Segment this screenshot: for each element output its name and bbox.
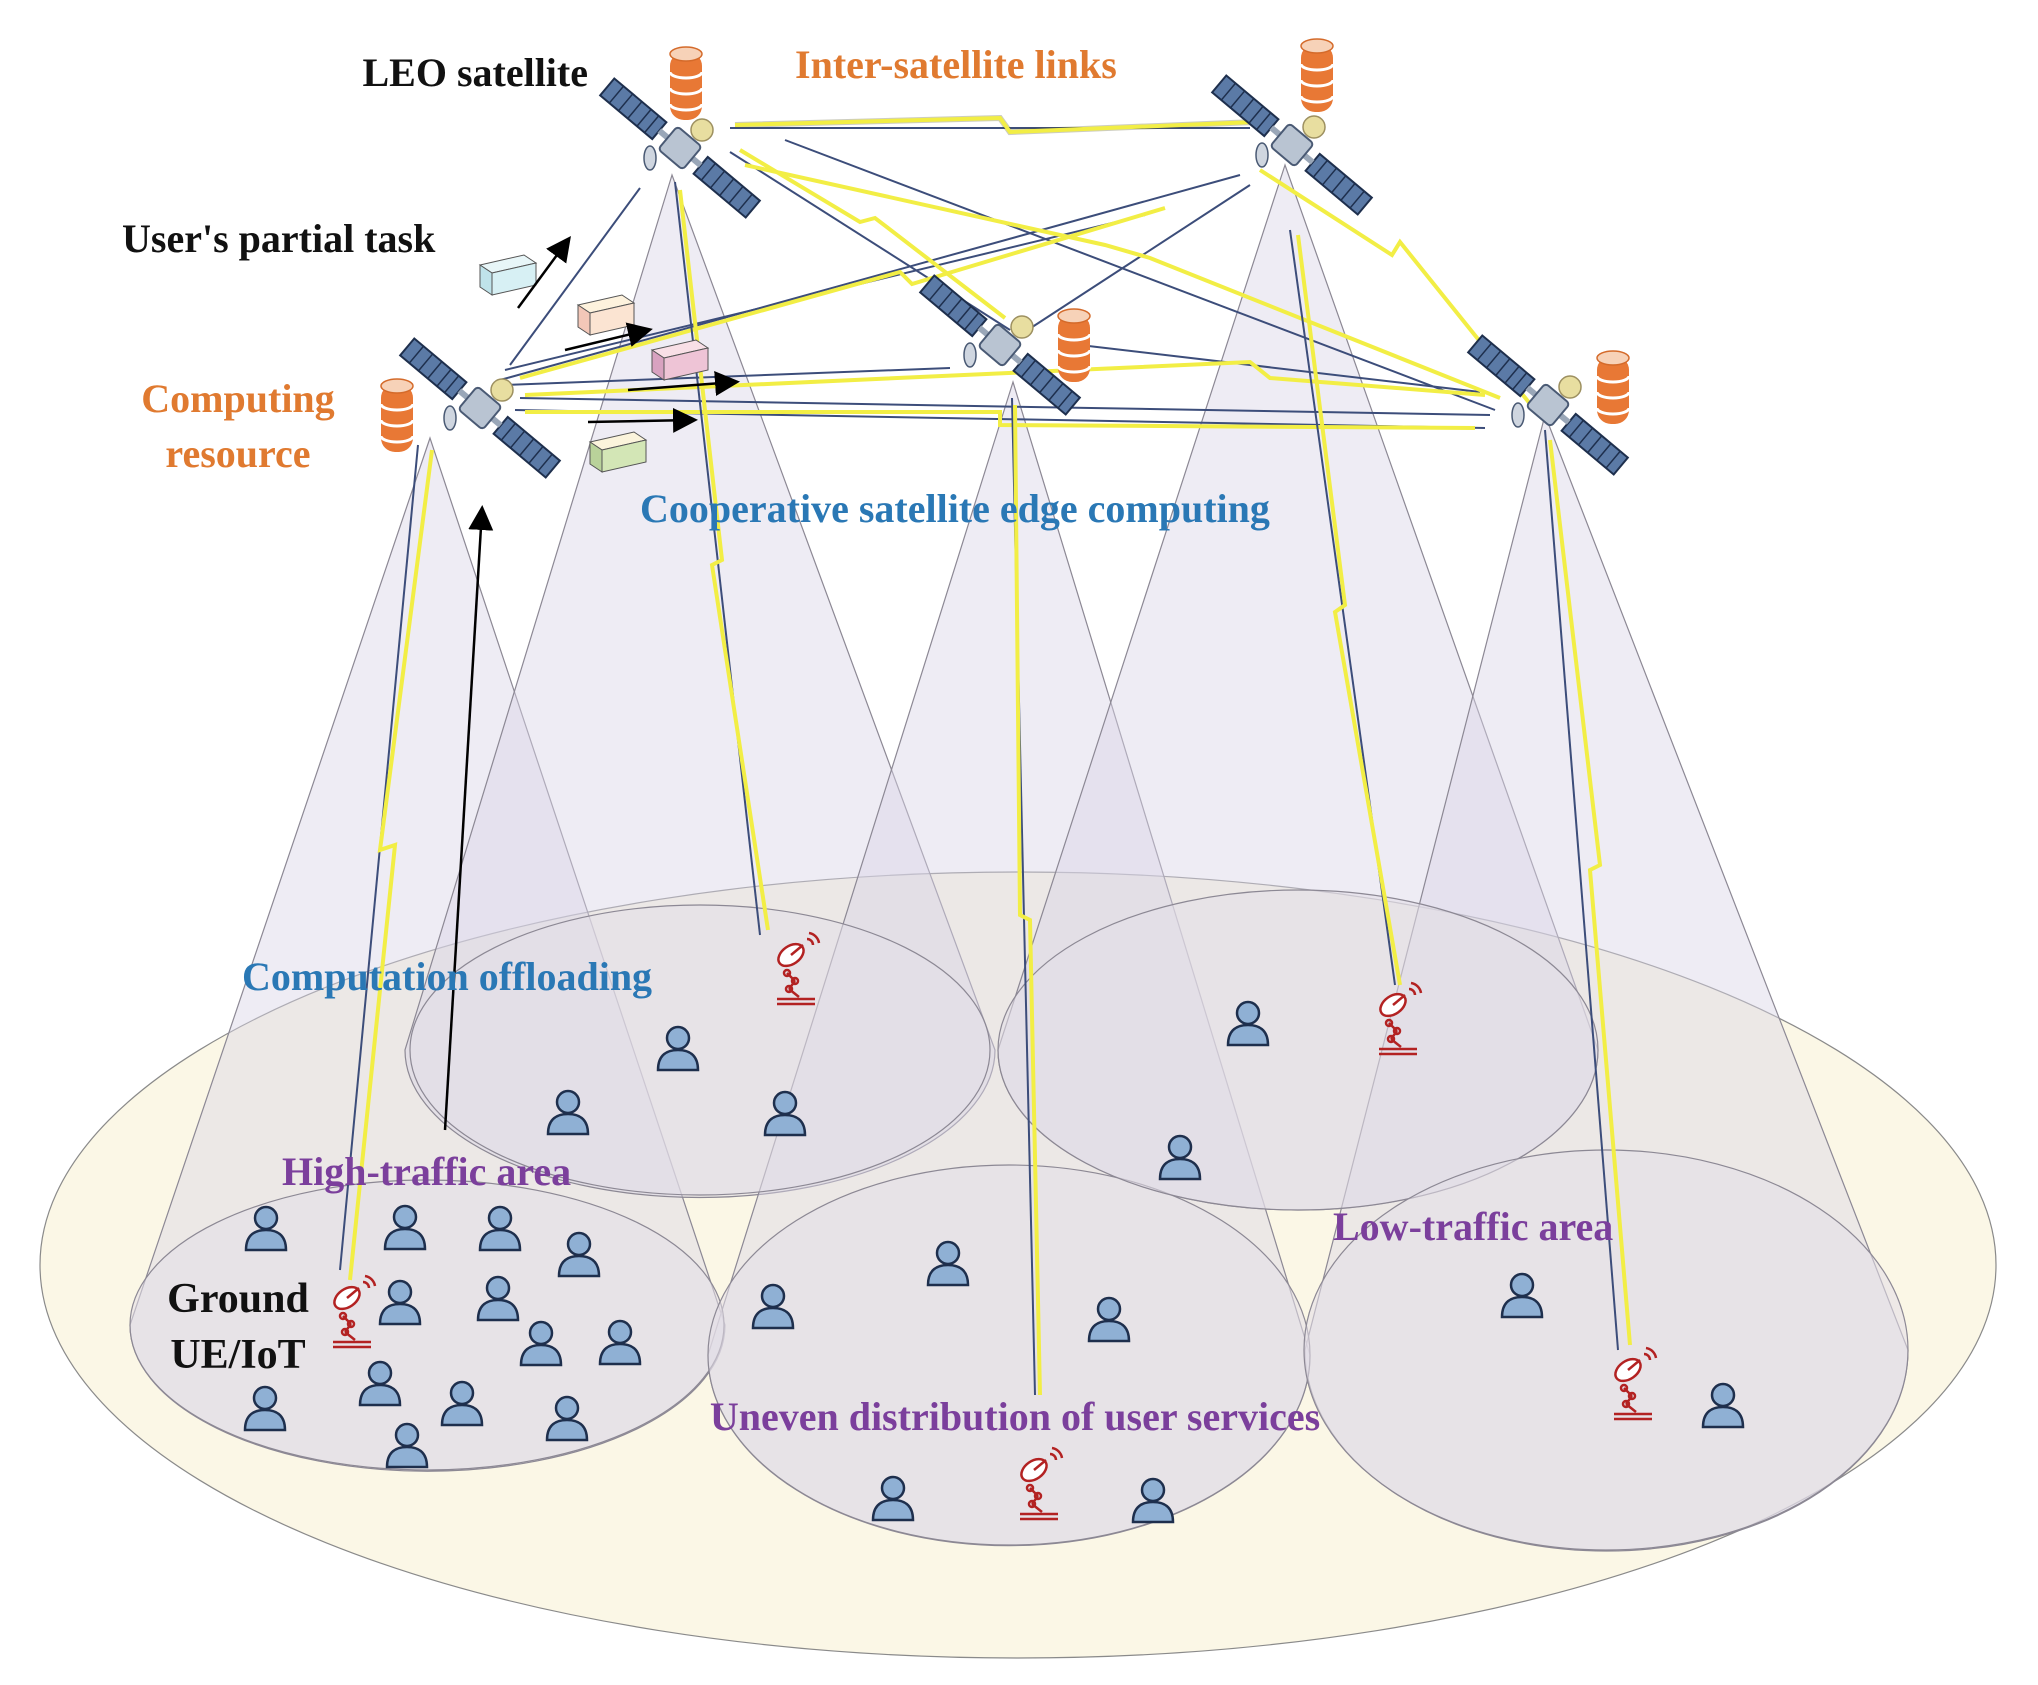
server-stack-icon xyxy=(379,377,415,454)
footprint xyxy=(997,889,1599,1211)
task-blocks xyxy=(478,235,740,473)
computing-resource-label-line1: Computing xyxy=(141,376,334,421)
ground-ue-label-line1: Ground xyxy=(167,1276,309,1322)
footprint xyxy=(707,1164,1311,1546)
high-traffic-area-label: High-traffic area xyxy=(282,1149,571,1194)
labels: LEO satellite Inter-satellite links User… xyxy=(122,42,1613,1439)
uneven-distribution-label: Uneven distribution of user services xyxy=(710,1394,1320,1439)
computation-offloading-label: Computation offloading xyxy=(242,954,652,999)
satellite-icon xyxy=(396,334,564,482)
arrow-icon xyxy=(627,371,740,396)
task-block-icon xyxy=(478,254,538,296)
task-block-icon xyxy=(650,339,710,381)
server-stack-icon xyxy=(668,45,704,122)
arrow-icon xyxy=(564,322,653,352)
ground-ue-label-line2: UE/IoT xyxy=(170,1332,305,1378)
inter-satellite-links-label: Inter-satellite links xyxy=(795,42,1117,87)
offloading-arrow xyxy=(443,505,494,1131)
inter-satellite-laser-links xyxy=(519,114,1537,430)
leo-satellite-label: LEO satellite xyxy=(362,50,588,95)
server-stack-icon xyxy=(1056,307,1092,384)
task-block-icon xyxy=(588,431,648,473)
users-partial-task-label: User's partial task xyxy=(122,216,436,261)
server-stack-icon xyxy=(1595,349,1631,426)
satellite-icon xyxy=(916,271,1084,419)
footprint-low-traffic xyxy=(1303,1149,1909,1551)
task-block-icon xyxy=(576,294,636,336)
computing-resource-label-line2: resource xyxy=(165,431,310,476)
satellite-ground-links xyxy=(339,181,1632,1396)
low-traffic-area-label: Low-traffic area xyxy=(1333,1204,1613,1249)
footprint-high-traffic xyxy=(129,1179,725,1471)
cooperative-sec-label: Cooperative satellite edge computing xyxy=(640,486,1270,531)
arrow-icon xyxy=(587,407,698,433)
arrow-icon xyxy=(516,235,571,309)
server-stack-icon xyxy=(1299,37,1335,114)
